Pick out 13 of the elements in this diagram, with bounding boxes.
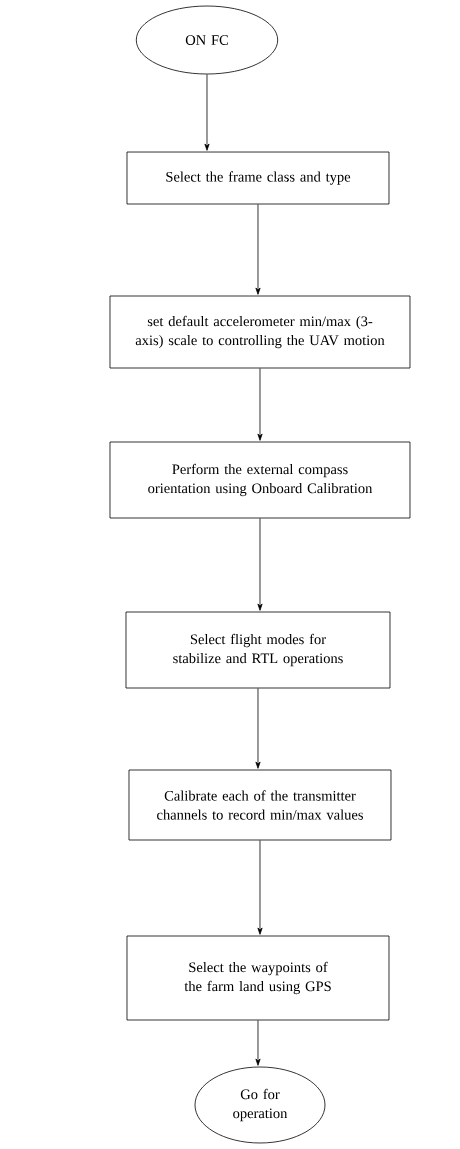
- arrow: [257, 840, 263, 935]
- process-box: Calibrate each of the transmitter channels to record min/max values: [128, 769, 392, 841]
- arrow: [255, 204, 261, 295]
- arrow: [257, 368, 263, 441]
- process-box: Perform the external compass orientation using Onboard Calibration: [109, 441, 411, 519]
- arrow: [255, 688, 261, 769]
- arrow: [257, 518, 263, 611]
- process-box: set default accelerometer min/max (3-axis) scale to controlling the UAV motion: [109, 295, 411, 369]
- arrow: [204, 74, 210, 151]
- process-box: Select flight modes for stabilize and RTL operations: [125, 611, 391, 689]
- process-box: Select the waypoints of the farm land using GPS: [126, 935, 390, 1021]
- process-box: Select the frame class and type: [126, 151, 390, 205]
- arrow: [255, 1020, 261, 1066]
